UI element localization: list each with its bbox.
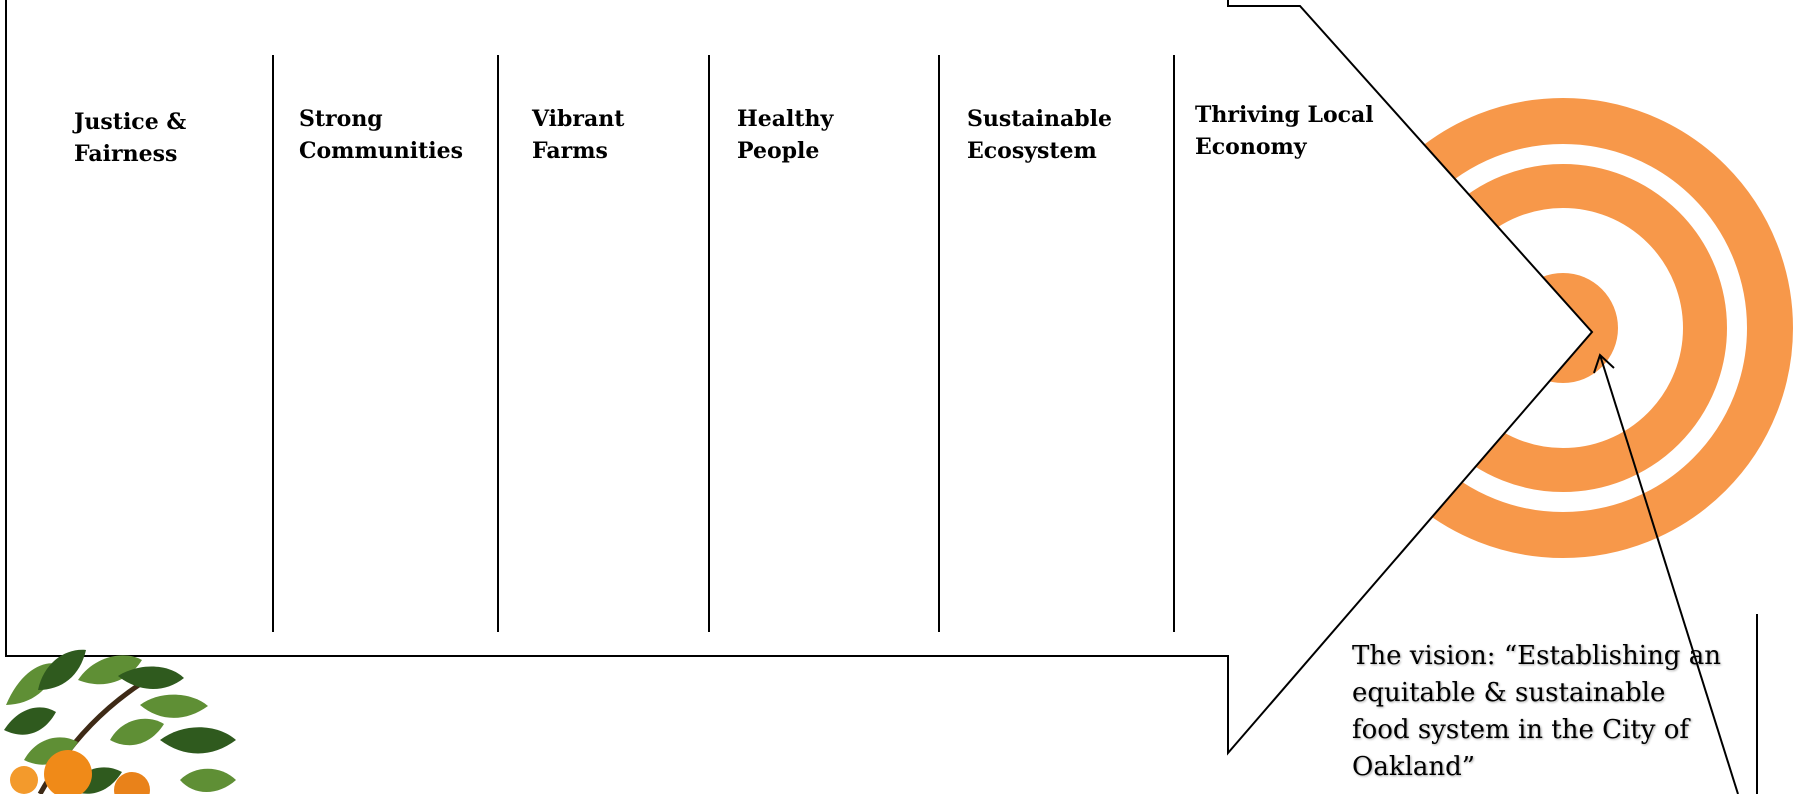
heading-sustainable-ecosystem: Sustainable Ecosystem [967, 106, 1113, 164]
orange-fruit [10, 766, 38, 794]
arrow-frame [5, 0, 1594, 756]
column-dividers [272, 55, 1175, 632]
heading-healthy-people: Healthy People [737, 106, 834, 164]
vision-pointer [1593, 353, 1758, 794]
citrus-branch-icon [4, 649, 236, 794]
arrow-head-icon [1593, 353, 1615, 374]
pointer-arrow-line [1599, 354, 1739, 794]
heading-thriving-local-economy: Thriving Local Economy [1195, 102, 1374, 160]
heading-strong-communities: Strong Communities [299, 106, 463, 164]
vision-statement: The vision: “Establishing an equitable &… [1352, 641, 1721, 782]
orange-fruit [114, 772, 150, 794]
heading-vibrant-farms: Vibrant Farms [532, 106, 625, 164]
heading-justice-fairness: Justice & Fairness [74, 109, 187, 167]
orange-fruit [44, 750, 92, 794]
